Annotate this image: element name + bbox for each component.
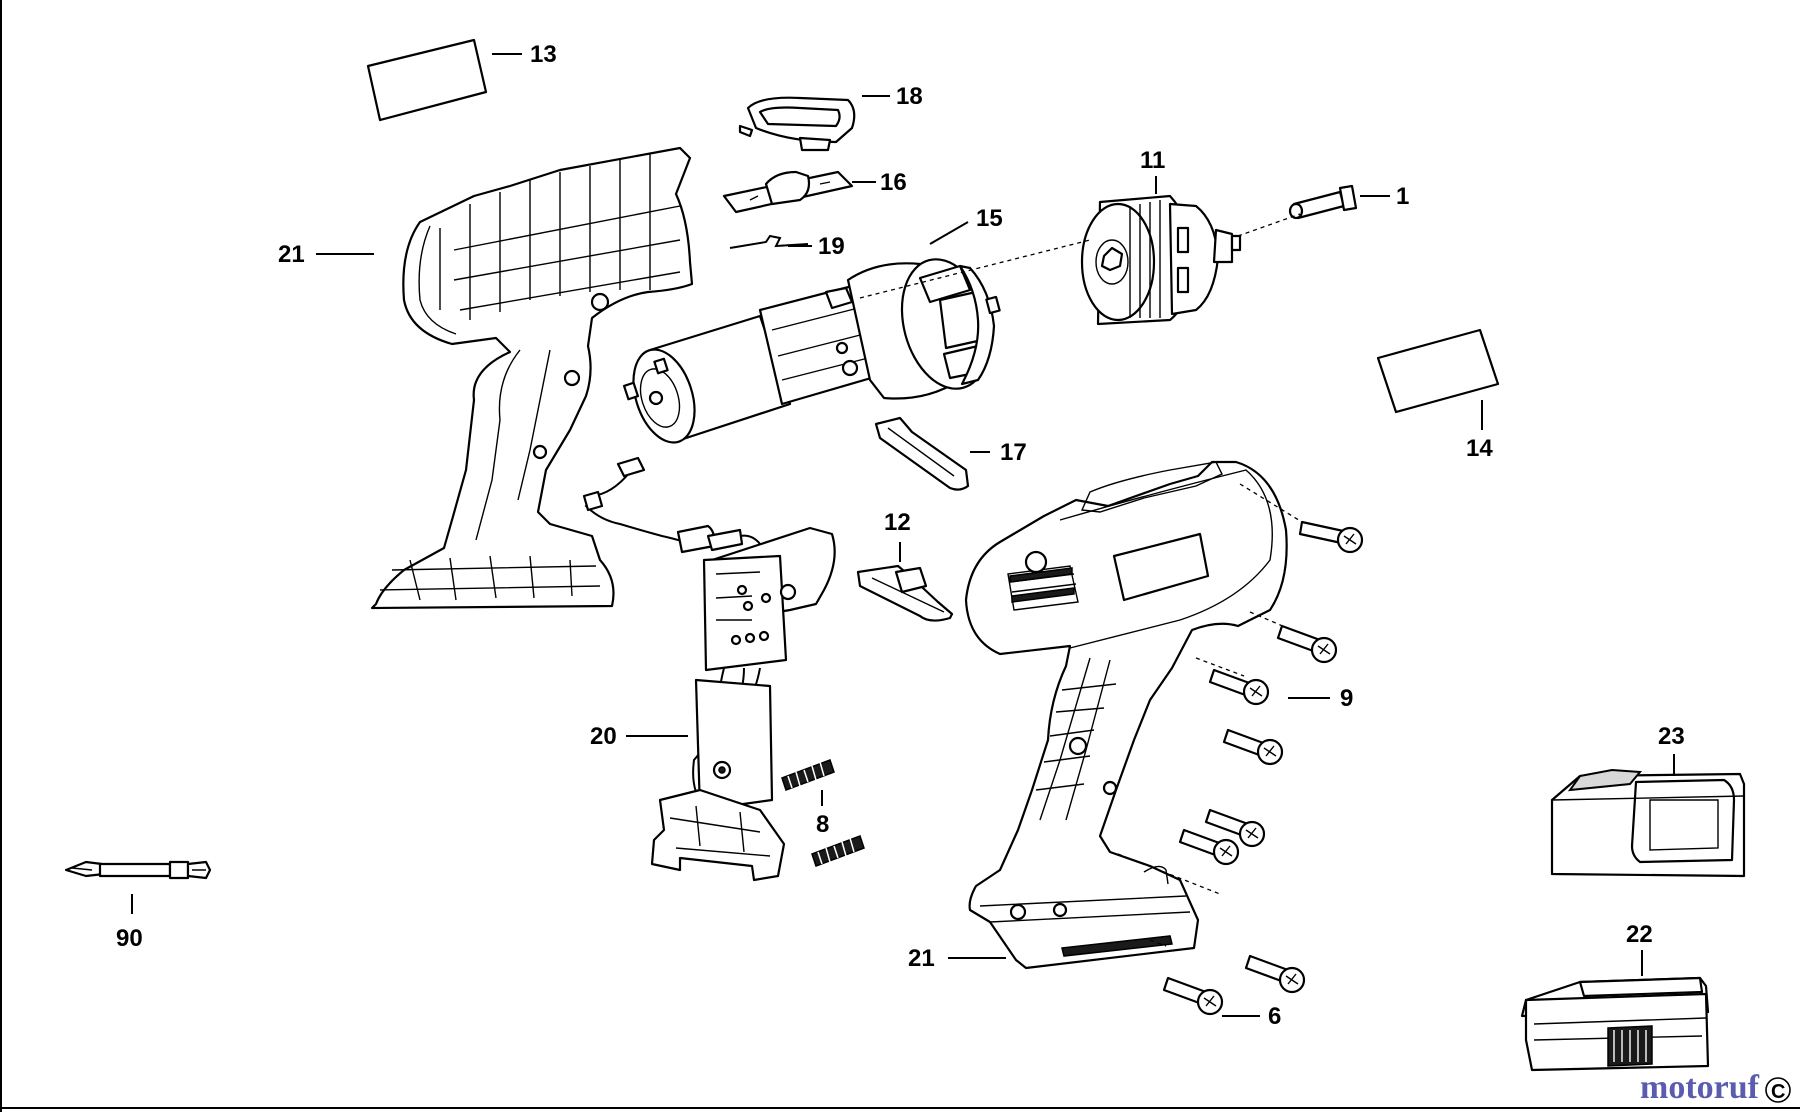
screw-6b <box>1162 976 1224 1016</box>
screw-9c <box>1208 668 1270 706</box>
part-19-spring-clip <box>729 234 809 249</box>
part-23-battery <box>1550 768 1746 878</box>
screw-9f <box>1178 828 1240 866</box>
callout-15: 15 <box>976 205 1003 232</box>
part-16-slider <box>722 170 854 214</box>
callout-16: 16 <box>880 169 907 196</box>
callout-12: 12 <box>884 509 911 536</box>
callout-21-top: 21 <box>278 241 305 268</box>
part-13-label <box>366 38 488 122</box>
callout-13: 13 <box>530 41 557 68</box>
callout-labels: 13 18 16 19 15 11 1 21 14 17 12 20 9 8 2… <box>116 41 1685 1030</box>
callout-11: 11 <box>1140 147 1165 174</box>
part-8-springs <box>781 759 865 867</box>
callout-17: 17 <box>1000 439 1027 466</box>
copyright-circle <box>1765 1077 1791 1103</box>
screw-9b <box>1276 624 1338 664</box>
callout-6: 6 <box>1268 1003 1281 1030</box>
part-12-clip <box>856 564 954 622</box>
screw-9e <box>1204 808 1266 848</box>
part-17-bar <box>874 416 970 491</box>
part-21-left-housing <box>370 146 694 610</box>
watermark: motoruf C <box>1640 1069 1791 1106</box>
callout-9: 9 <box>1340 685 1353 712</box>
callout-22: 22 <box>1626 921 1653 948</box>
callout-19: 19 <box>818 233 845 260</box>
watermark-text: motoruf <box>1640 1069 1760 1106</box>
callout-21-bottom: 21 <box>908 945 935 972</box>
screw-9a <box>1298 520 1364 554</box>
callout-8: 8 <box>816 811 829 838</box>
part-11-chuck <box>1080 194 1242 326</box>
part-1-screw <box>1288 184 1358 220</box>
callout-23: 23 <box>1658 723 1685 750</box>
part-18-button-frame <box>738 96 856 152</box>
callout-90: 90 <box>116 925 143 952</box>
screw-9d <box>1222 728 1284 766</box>
callout-14: 14 <box>1466 435 1493 462</box>
part-22-battery-charger <box>1520 976 1710 1072</box>
callout-20: 20 <box>590 723 617 750</box>
part-21-right-housing <box>964 460 1288 970</box>
part-90-bit <box>64 860 212 880</box>
copyright-mark: C <box>1771 1081 1785 1103</box>
leader-lines <box>131 53 1675 1017</box>
part-15-motor-gearbox <box>622 258 1001 444</box>
callout-1: 1 <box>1396 183 1409 210</box>
part-14-label <box>1376 328 1500 414</box>
callout-18: 18 <box>896 83 923 110</box>
part-20-switch-assembly <box>582 456 836 882</box>
screws-group <box>859 213 1303 947</box>
screw-6a <box>1244 954 1306 994</box>
